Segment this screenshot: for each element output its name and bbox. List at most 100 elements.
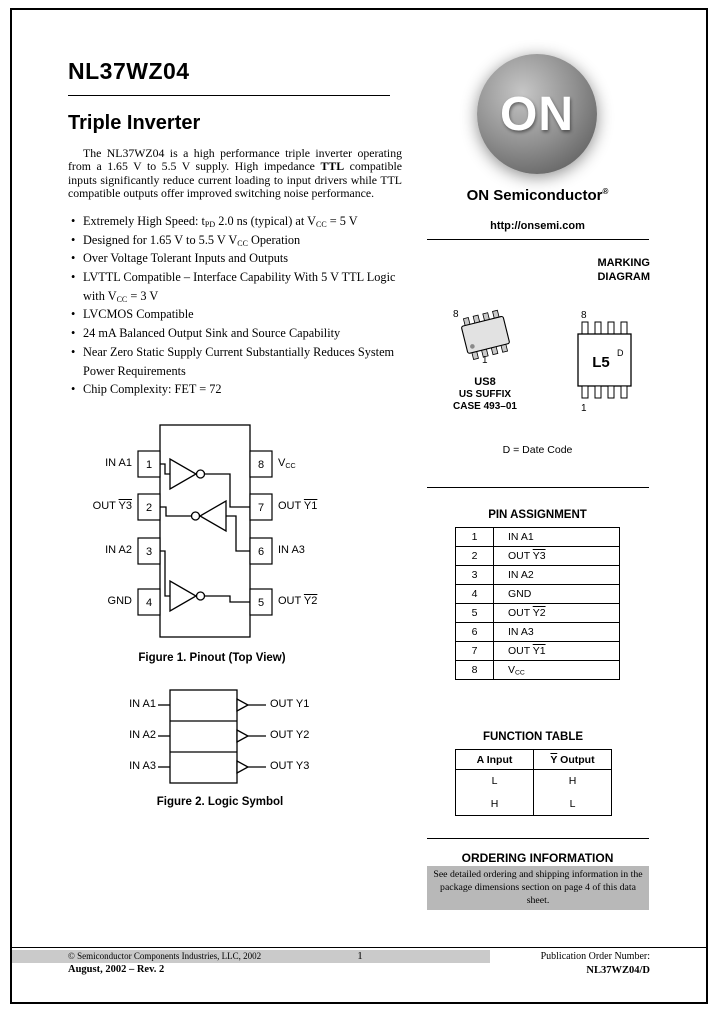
output-y2-label: OUT Y2 xyxy=(270,729,310,741)
date-code-letter: D xyxy=(617,348,624,358)
pin-number-cell: 4 xyxy=(455,584,494,604)
date-code-legend: D = Date Code xyxy=(502,444,573,456)
publication-order-label: Publication Order Number: xyxy=(540,951,650,962)
feature-item: LVTTL Compatible – Interface Capability … xyxy=(70,268,406,305)
pin4-label: GND xyxy=(107,595,132,607)
on-logo-text: ON xyxy=(500,87,574,141)
feature-item: Near Zero Static Supply Current Substant… xyxy=(70,343,406,380)
pin2-label: OUT Y3 xyxy=(92,500,132,512)
marking-diagram-title: MARKING DIAGRAM xyxy=(597,257,650,284)
footer-rule xyxy=(12,947,708,948)
figure1-schematic: 1 2 3 4 8 7 6 5 xyxy=(137,424,273,638)
chip-marking-code: L5 xyxy=(592,354,610,371)
pin-boxes-right xyxy=(249,450,273,616)
polarity-indicator-icons xyxy=(236,697,250,775)
marking-pin8-label: 8 xyxy=(581,310,587,321)
part-number: NL37WZ04 xyxy=(68,58,190,84)
package-designator: US8 US SUFFIX CASE 493–01 xyxy=(437,376,533,413)
inverter3-gate-icon xyxy=(169,579,198,613)
pin-boxes-left xyxy=(137,450,161,616)
header-a-input: A Input xyxy=(455,749,534,770)
marking-pin1-label: 1 xyxy=(581,403,587,414)
pin3-number: 3 xyxy=(146,546,152,558)
marking-diagram-chip: 8 L5 D 1 xyxy=(577,310,632,414)
pin-number-cell: 8 xyxy=(455,660,494,680)
table-header-row: A Input Y Output xyxy=(455,749,612,770)
package-pin1-label: 1 xyxy=(482,355,488,365)
inverter1-gate-icon xyxy=(169,457,198,491)
pin-number-cell: 1 xyxy=(455,527,494,547)
feature-item: Extremely High Speed: tPD 2.0 ns (typica… xyxy=(70,212,406,231)
pin1-number: 1 xyxy=(146,459,152,471)
input-a3-label: IN A3 xyxy=(129,760,156,772)
function-table: A Input Y Output L H H L xyxy=(455,749,612,816)
registered-mark: ® xyxy=(602,187,609,196)
pin-name-cell: VCC xyxy=(493,660,620,680)
output-y3-label: OUT Y3 xyxy=(270,760,310,772)
pin-number-cell: 7 xyxy=(455,641,494,661)
page-border xyxy=(10,8,708,1004)
package-pin8-label: 8 xyxy=(453,309,459,320)
logic-symbol-body xyxy=(169,689,238,784)
pin-number-cell: 6 xyxy=(455,622,494,642)
header-y-output: Y Output xyxy=(533,749,612,770)
figure2-schematic xyxy=(158,689,266,784)
pin-name-cell: OUT Y3 xyxy=(493,546,620,566)
on-logo-icon: ON xyxy=(477,54,597,174)
pin2-number: 2 xyxy=(146,502,152,514)
pin-name-cell: IN A3 xyxy=(493,622,620,642)
divider xyxy=(427,239,649,240)
pin-number-cell: 2 xyxy=(455,546,494,566)
pin1-label: IN A1 xyxy=(105,457,132,469)
package-name: US8 xyxy=(474,376,496,388)
table-row: H L xyxy=(455,792,612,816)
feature-item: LVCMOS Compatible xyxy=(70,305,406,324)
pin5-label: OUT Y2 xyxy=(278,595,318,607)
inverter3-bubble-icon xyxy=(195,591,206,601)
company-name: ON Semiconductor® xyxy=(466,187,609,204)
feature-item: 24 mA Balanced Output Sink and Source Ca… xyxy=(70,324,406,343)
title-rule xyxy=(68,95,390,96)
pin-name-cell: OUT Y1 xyxy=(493,641,620,661)
figure2-caption: Figure 2. Logic Symbol xyxy=(156,796,284,808)
function-table-title: FUNCTION TABLE xyxy=(482,731,584,743)
ordering-information-title: ORDERING INFORMATION xyxy=(461,851,614,865)
footer-date-revision: August, 2002 – Rev. 2 xyxy=(68,964,165,975)
figure1-caption: Figure 1. Pinout (Top View) xyxy=(138,652,286,664)
pin-name-cell: IN A1 xyxy=(493,527,620,547)
table-row: L H xyxy=(455,769,612,793)
pin-name-cell: OUT Y2 xyxy=(493,603,620,623)
feature-item: Over Voltage Tolerant Inputs and Outputs xyxy=(70,249,406,268)
company-url[interactable]: http://onsemi.com xyxy=(490,220,585,232)
inverter1-bubble-icon xyxy=(195,469,206,479)
pin5-number: 5 xyxy=(258,597,264,609)
ordering-information-text[interactable]: See detailed ordering and shipping infor… xyxy=(427,866,649,910)
page-title: Triple Inverter xyxy=(68,112,201,134)
publication-order-number: NL37WZ04/D xyxy=(586,965,650,976)
input-a2-label: IN A2 xyxy=(129,729,156,741)
pin3-label: IN A2 xyxy=(105,544,132,556)
pin-name-cell: GND xyxy=(493,584,620,604)
pin6-label: IN A3 xyxy=(278,544,305,556)
footer-highlight-strip xyxy=(12,950,490,963)
us8-package-icon: 8 1 xyxy=(453,309,510,365)
package-case: CASE 493–01 xyxy=(453,401,517,413)
pin4-number: 4 xyxy=(146,597,152,609)
intro-paragraph: The NL37WZ04 is a high performance tripl… xyxy=(68,146,402,201)
pin7-label: OUT Y1 xyxy=(278,500,318,512)
pin1-dot-icon xyxy=(470,344,475,349)
pin8-number: 8 xyxy=(258,459,264,471)
features-list: Extremely High Speed: tPD 2.0 ns (typica… xyxy=(70,212,406,399)
page-number: 1 xyxy=(357,950,363,962)
feature-item: Chip Complexity: FET = 72 xyxy=(70,380,406,399)
inverter2-bubble-icon xyxy=(190,511,201,521)
input-a1-label: IN A1 xyxy=(129,698,156,710)
